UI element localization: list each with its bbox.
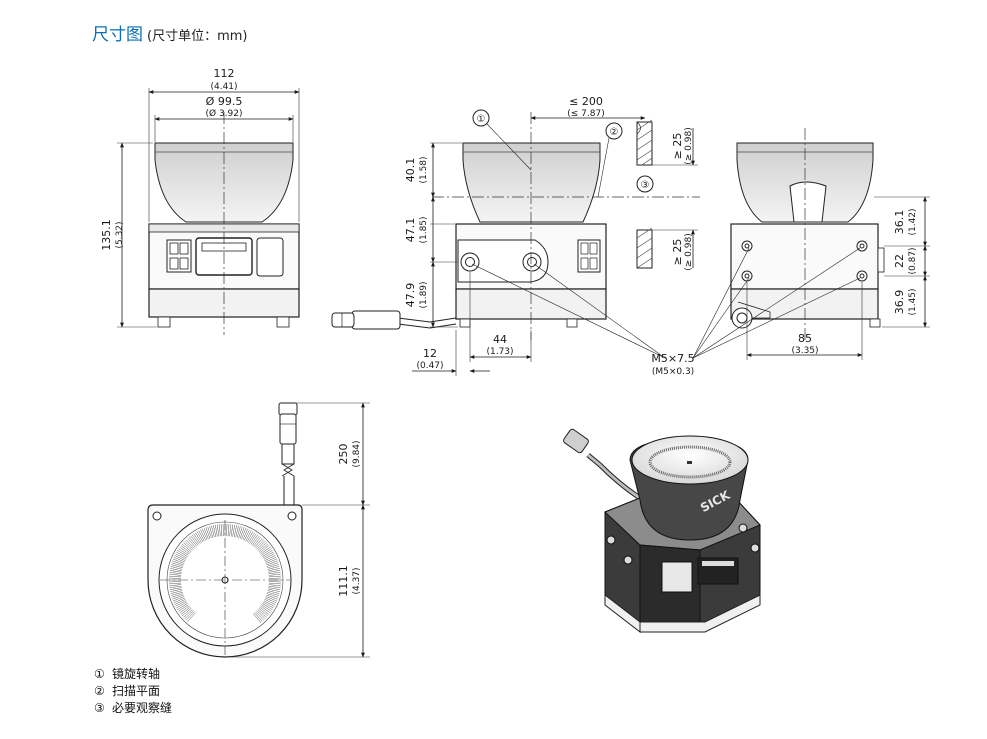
page-title: 尺寸图 (尺寸单位：mm) (92, 20, 247, 45)
rear-h36b-in: (1.45) (908, 288, 918, 315)
gap-bottom: ≥ 25 (671, 239, 684, 266)
side-w12-in: (0.47) (416, 361, 443, 371)
rear-h22: 22 (893, 254, 906, 268)
side-max-distance: ≤ 200 (569, 95, 603, 108)
front-height: 135.1 (100, 219, 113, 251)
side-max-distance-in: (≤ 7.87) (567, 109, 604, 119)
front-width: 112 (214, 67, 235, 80)
side-view: ≥ 25 (≥ 0.98) ≥ 25 (≥ 0.98) ≤ 200 (≤ 7.8… (331, 95, 700, 376)
side-h47b: 47.9 (404, 283, 417, 308)
side-h40: 40.1 (404, 158, 417, 183)
rear-h36a: 36.1 (893, 210, 906, 235)
side-h47: 47.1 (404, 218, 417, 243)
top-cable-length-in: (9.84) (352, 440, 362, 467)
side-w12: 12 (423, 347, 437, 360)
gap-top: ≥ 25 (671, 133, 684, 160)
gap-top-in: (≥ 0.98) (684, 127, 694, 164)
rear-view: 36.1 (1.42) 22 (0.87) 36.9 (1.45) 85 (3.… (730, 128, 930, 360)
rear-h36b: 36.9 (893, 290, 906, 315)
callout-2: ② (610, 127, 619, 138)
front-dia-in: (Ø 3.92) (205, 108, 242, 119)
front-width-in: (4.41) (210, 82, 237, 92)
callout-1: ① (477, 114, 486, 125)
side-w44-in: (1.73) (486, 347, 513, 357)
side-w44: 44 (493, 333, 507, 346)
side-h47-in: (1.85) (419, 216, 429, 243)
screw-spec: M5×7.5 (651, 352, 694, 365)
front-dia: Ø 99.5 (206, 95, 243, 108)
gap-bottom-in: (≥ 0.98) (684, 233, 694, 270)
rear-w85: 85 (798, 332, 812, 345)
screw-spec-in: (M5×0.3) (652, 367, 694, 377)
top-depth: 111.1 (337, 565, 350, 597)
screw-leaders (471, 247, 861, 359)
side-h40-in: (1.58) (419, 156, 429, 183)
scan-window-ticks (169, 524, 281, 624)
front-height-in: (5.32) (115, 221, 125, 248)
top-depth-in: (4.37) (352, 567, 362, 594)
top-view: 250 (9.84) 111.1 (4.37) (147, 402, 370, 658)
title-main: 尺寸图 (92, 25, 143, 45)
isometric-view: SICK (563, 428, 761, 634)
rear-h36a-in: (1.42) (908, 208, 918, 235)
side-h47b-in: (1.89) (419, 281, 429, 308)
front-view: 112 (4.41) Ø 99.5 (Ø 3.92) 135.1 (5.32) (100, 67, 300, 335)
callout-3: ③ (641, 180, 650, 191)
title-sub: (尺寸单位：mm) (147, 29, 248, 44)
rear-w85-in: (3.35) (791, 346, 818, 356)
top-cable-length: 250 (337, 444, 350, 465)
rear-h22-in: (0.87) (908, 247, 918, 274)
